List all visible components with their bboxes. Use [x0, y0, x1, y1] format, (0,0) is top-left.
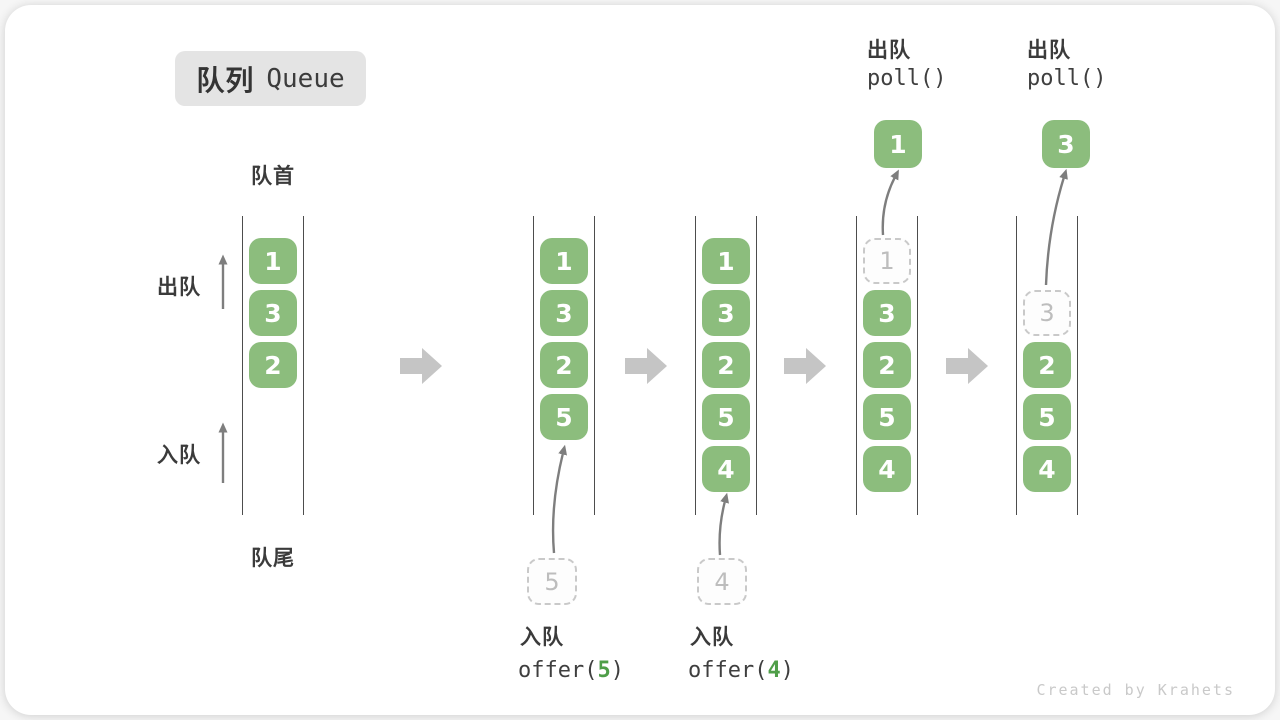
state3-enqueue-op: offer(4): [688, 658, 794, 683]
state5-cell: 4: [1023, 446, 1071, 492]
state5-remove-arrow-icon: [1044, 168, 1068, 286]
op-text: offer(: [688, 658, 768, 683]
state4-result-cell: 1: [874, 120, 922, 168]
transition-arrow-icon: [400, 348, 442, 384]
state5-dequeue-caption: 出队: [1027, 38, 1071, 62]
op-text: offer(: [518, 658, 598, 683]
state5-removed-cell: 3: [1023, 290, 1071, 336]
state3-cell: 5: [702, 394, 750, 440]
state3-cell: 1: [702, 238, 750, 284]
label-enqueue: 入队: [157, 443, 201, 467]
state5-cell: 5: [1023, 394, 1071, 440]
transition-arrow-icon: [625, 348, 667, 384]
state4-dequeue-op: poll(): [867, 66, 947, 91]
label-queue-front: 队首: [251, 164, 295, 188]
state3-insert-arrow-icon: [718, 492, 729, 556]
state5-result-cell: 3: [1042, 120, 1090, 168]
state3-cell: 2: [702, 342, 750, 388]
queue-channel-2: [533, 216, 595, 515]
state2-enqueue-caption: 入队: [520, 625, 564, 649]
enqueue-up-arrow-icon: [218, 422, 228, 483]
op-text: ): [780, 658, 794, 683]
state4-cell: 5: [863, 394, 911, 440]
queue-channel-4: [856, 216, 918, 515]
dequeue-up-arrow-icon: [218, 254, 228, 309]
state5-dequeue-op: poll(): [1027, 66, 1107, 91]
state3-enqueue-caption: 入队: [690, 625, 734, 649]
state4-remove-arrow-icon: [881, 169, 899, 236]
op-arg: 5: [597, 658, 611, 683]
label-dequeue: 出队: [157, 275, 201, 299]
title-zh: 队列: [196, 63, 255, 97]
state2-insert-arrow-icon: [551, 444, 568, 554]
queue-channel-5: [1016, 216, 1078, 515]
state4-cell: 3: [863, 290, 911, 336]
state2-cell: 3: [540, 290, 588, 336]
state1-cell: 2: [249, 342, 297, 388]
state4-cell: 4: [863, 446, 911, 492]
state5-cell: 2: [1023, 342, 1071, 388]
state2-cell: 2: [540, 342, 588, 388]
state3-cell: 3: [702, 290, 750, 336]
state1-cell: 3: [249, 290, 297, 336]
transition-arrow-icon: [946, 348, 988, 384]
state3-cell: 4: [702, 446, 750, 492]
state4-cell: 2: [863, 342, 911, 388]
watermark-credit: Created by Krahets: [1036, 681, 1235, 699]
queue-channel-1: [242, 216, 304, 515]
queue-title-badge: 队列 Queue: [175, 51, 366, 106]
state2-cell: 1: [540, 238, 588, 284]
title-en: Queue: [266, 63, 345, 94]
state1-cell: 1: [249, 238, 297, 284]
queue-channel-3: [695, 216, 757, 515]
state2-enqueue-op: offer(5): [518, 658, 624, 683]
op-arg: 4: [767, 658, 781, 683]
transition-arrow-icon: [784, 348, 826, 384]
label-queue-rear: 队尾: [251, 546, 295, 570]
state2-cell: 5: [540, 394, 588, 440]
op-text: ): [610, 658, 624, 683]
state4-removed-cell: 1: [863, 238, 911, 284]
state2-pending-cell: 5: [527, 558, 577, 605]
diagram-canvas: 队列 Queue 队首 队尾 出队 入队 1 3 2 1 3 2 5 1 3 2…: [5, 5, 1275, 715]
state4-dequeue-caption: 出队: [867, 38, 911, 62]
state3-pending-cell: 4: [697, 558, 747, 605]
